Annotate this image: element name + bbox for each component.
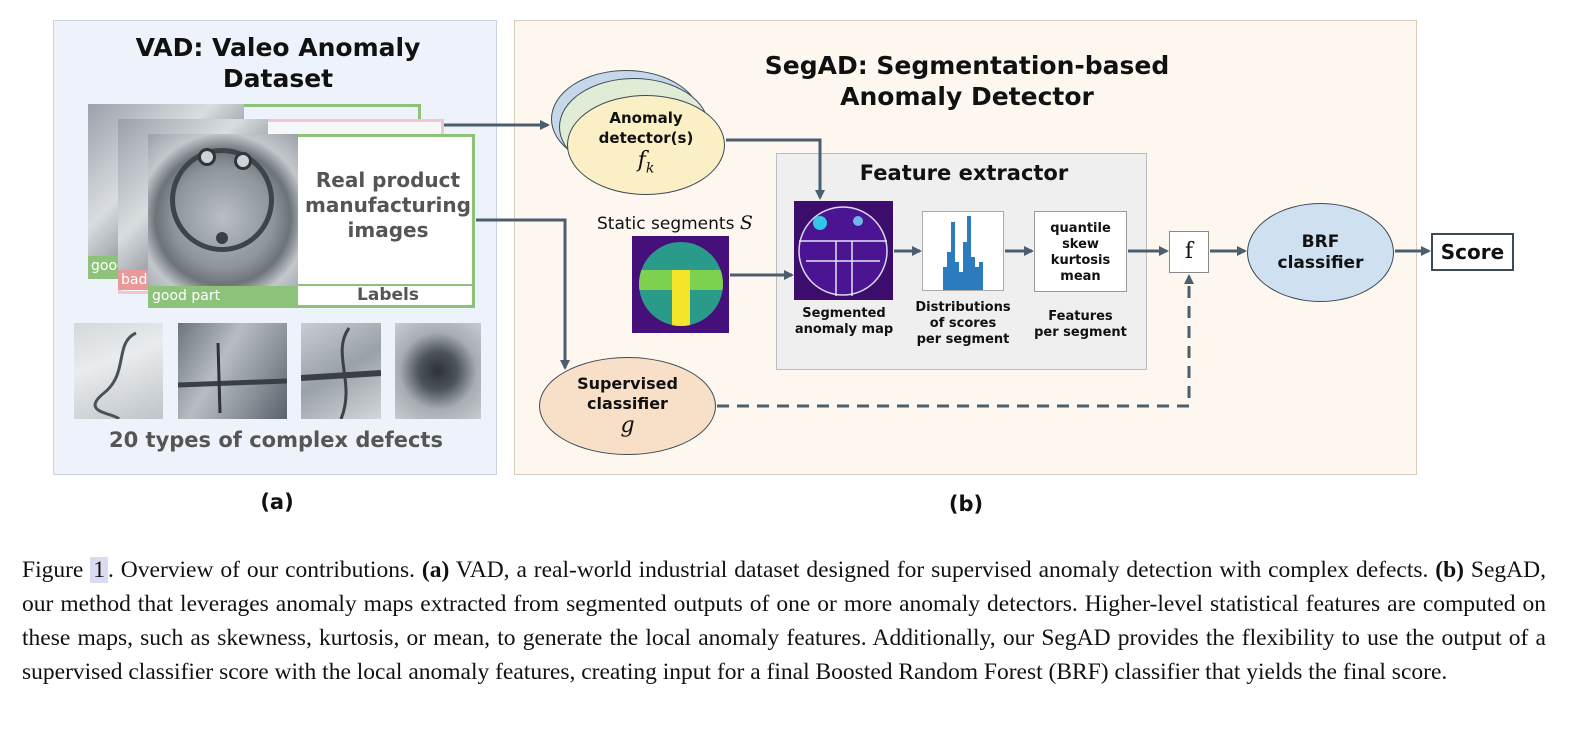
panel-a-title-line1: VAD: Valeo Anomaly bbox=[135, 33, 421, 62]
static-segments-text: Static segments bbox=[597, 214, 735, 234]
panel-a-sublabel: (a) bbox=[260, 490, 294, 514]
defect-thumb-2 bbox=[178, 323, 287, 419]
supervised-line2: classifier bbox=[587, 394, 668, 413]
arrow-supervised-to-f bbox=[717, 274, 1194, 408]
distributions-label: Distributions of scores per segment bbox=[906, 300, 1020, 348]
supervised-line1: Supervised bbox=[577, 374, 678, 393]
real-product-text: Real product manufacturing images bbox=[300, 168, 476, 243]
features-line2: per segment bbox=[1034, 325, 1127, 340]
real-product-line3: images bbox=[347, 218, 429, 242]
panel-b-title: SegAD: Segmentation-based Anomaly Detect… bbox=[745, 50, 1189, 112]
product-photo-front bbox=[148, 134, 298, 286]
product-hole bbox=[216, 232, 228, 244]
features-per-segment-label: Features per segment bbox=[1024, 309, 1137, 341]
caption-intro: . Overview of our contributions. bbox=[108, 557, 422, 583]
distribution-histogram bbox=[922, 211, 1004, 291]
static-segments-label: Static segments S bbox=[597, 211, 777, 236]
brf-classifier: BRF classifier bbox=[1247, 203, 1394, 302]
distributions-line2: of scores bbox=[929, 316, 997, 331]
feature-skew: skew bbox=[1062, 237, 1099, 252]
arrow-detector-to-map bbox=[726, 138, 825, 200]
defects-caption: 20 types of complex defects bbox=[109, 428, 443, 452]
supervised-classifier: Supervised classifier g bbox=[539, 357, 716, 455]
panel-b-title-line2: Anomaly Detector bbox=[840, 82, 1094, 111]
panel-a-title-line2: Dataset bbox=[222, 64, 334, 93]
defect-wire-3 bbox=[301, 327, 381, 419]
defect-wire-1 bbox=[93, 331, 137, 419]
tag-good-part: good part bbox=[148, 286, 298, 307]
histogram-bars bbox=[943, 216, 983, 290]
defect-thumb-3 bbox=[301, 323, 381, 419]
f-function-box: f bbox=[1169, 231, 1209, 273]
feature-kurtosis: kurtosis bbox=[1050, 253, 1111, 268]
anomaly-detector-symbol: fk bbox=[638, 148, 655, 181]
anomaly-detector-line1: Anomaly bbox=[609, 109, 683, 128]
segmented-map-line2: anomaly map bbox=[794, 322, 894, 337]
static-segments-image bbox=[632, 236, 729, 333]
product-ring bbox=[170, 148, 274, 252]
real-product-line1: Real product bbox=[315, 168, 461, 192]
defect-wire-2 bbox=[178, 342, 287, 414]
k-subscript: k bbox=[645, 160, 655, 177]
segments-disc bbox=[639, 242, 723, 326]
defect-thumb-4 bbox=[395, 323, 481, 419]
f-symbol: f bbox=[637, 148, 646, 174]
panel-b-sublabel: (b) bbox=[948, 492, 984, 516]
brf-line2: classifier bbox=[1277, 252, 1364, 273]
defect-thumb-1 bbox=[74, 323, 163, 419]
arrow-dataset-to-supervised bbox=[476, 218, 570, 370]
g-symbol: g bbox=[620, 413, 635, 438]
feature-quantile: quantile bbox=[1050, 221, 1111, 236]
caption-b-label: (b) bbox=[1435, 557, 1465, 583]
segmented-anomaly-map-image bbox=[794, 201, 893, 300]
real-product-line2: manufacturing bbox=[305, 193, 471, 217]
labels-text: Labels bbox=[357, 285, 419, 305]
brf-line1: BRF bbox=[1301, 231, 1340, 252]
segmented-map-label: Segmented anomaly map bbox=[785, 306, 903, 338]
features-box: quantile skew kurtosis mean bbox=[1034, 211, 1127, 292]
anomaly-detector-line2: detector(s) bbox=[598, 129, 694, 148]
distributions-line1: Distributions bbox=[915, 300, 1011, 315]
caption-a-text: VAD, a real-world industrial dataset des… bbox=[449, 557, 1436, 583]
segmented-map-line1: Segmented bbox=[802, 306, 886, 321]
caption-prefix: Figure bbox=[22, 557, 91, 583]
feature-extractor-title: Feature extractor bbox=[859, 161, 1069, 185]
panel-a-title: VAD: Valeo Anomaly Dataset bbox=[53, 32, 503, 94]
features-line1: Features bbox=[1048, 309, 1113, 324]
labels-divider bbox=[298, 284, 475, 286]
score-box: Score bbox=[1431, 233, 1514, 271]
caption-b-text: SegAD, our method that leverages anomaly… bbox=[22, 557, 1546, 685]
tag-bad: bad bbox=[118, 270, 150, 290]
distributions-line3: per segment bbox=[916, 332, 1010, 347]
s-symbol: S bbox=[739, 212, 753, 234]
panel-b-title-line1: SegAD: Segmentation-based bbox=[764, 51, 1170, 80]
caption-a-label: (a) bbox=[421, 557, 450, 583]
flow-arrows bbox=[444, 120, 1431, 408]
figure-caption: Figure 1. Overview of our contributions.… bbox=[22, 553, 1546, 689]
product-contact-right bbox=[234, 152, 252, 170]
product-contact-left bbox=[198, 148, 216, 166]
anomaly-detector-front: Anomaly detector(s) fk bbox=[567, 95, 725, 195]
segment-stem bbox=[672, 270, 690, 326]
figure-reference-link[interactable]: 1 bbox=[90, 557, 109, 583]
segmented-map-lines bbox=[798, 206, 888, 296]
feature-mean: mean bbox=[1060, 269, 1101, 284]
